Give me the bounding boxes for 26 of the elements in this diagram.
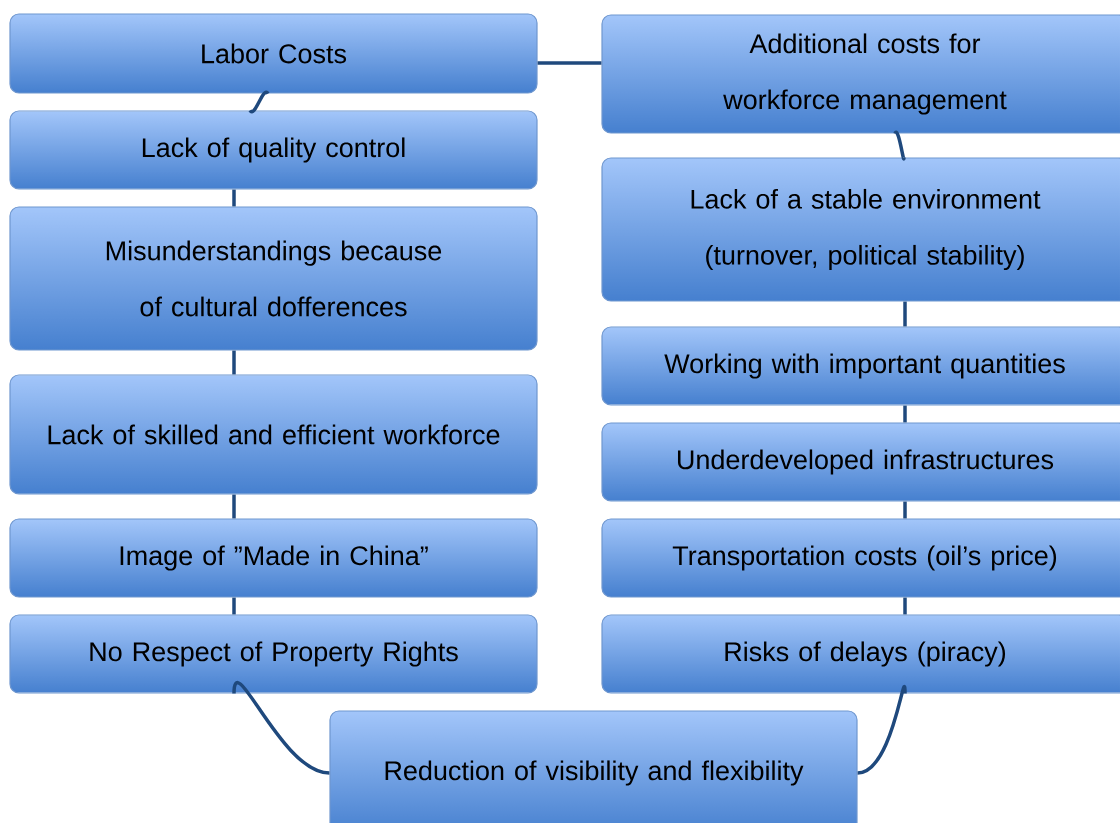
- process-box: Transportation costs (oil’s price): [601, 518, 1120, 598]
- connector-line: [537, 61, 602, 65]
- process-box: Labor Costs: [9, 13, 538, 94]
- connector-line: [903, 301, 907, 327]
- process-box: Misunderstandings because of cultural dofferences: [9, 206, 538, 351]
- process-box: Image of ”Made in China”: [9, 518, 538, 598]
- process-box: Additional costs for workforce management: [601, 14, 1120, 134]
- process-box: Lack of skilled and efficient workforce: [9, 374, 538, 495]
- connector-line: [903, 405, 907, 423]
- connector-line: [894, 131, 906, 160]
- connector-line: [232, 597, 236, 615]
- process-box: Reduction of visibility and flexibility: [329, 710, 858, 823]
- connector-line: [903, 501, 907, 519]
- process-box: No Respect of Property Rights: [9, 614, 538, 694]
- connector-line: [232, 494, 236, 519]
- process-box: Lack of a stable environment (turnover, political stability): [601, 157, 1120, 302]
- process-box: Underdeveloped infrastructures: [601, 422, 1120, 502]
- connector-line: [249, 90, 269, 114]
- process-box: Risks of delays (piracy): [601, 614, 1120, 694]
- connector-line: [232, 189, 236, 207]
- connector-line: [903, 597, 907, 615]
- connector-line: [232, 681, 330, 775]
- connector-line: [232, 350, 236, 375]
- process-box: Lack of quality control: [9, 110, 538, 190]
- process-box: Working with important quantities: [601, 326, 1120, 406]
- connector-line: [857, 686, 907, 775]
